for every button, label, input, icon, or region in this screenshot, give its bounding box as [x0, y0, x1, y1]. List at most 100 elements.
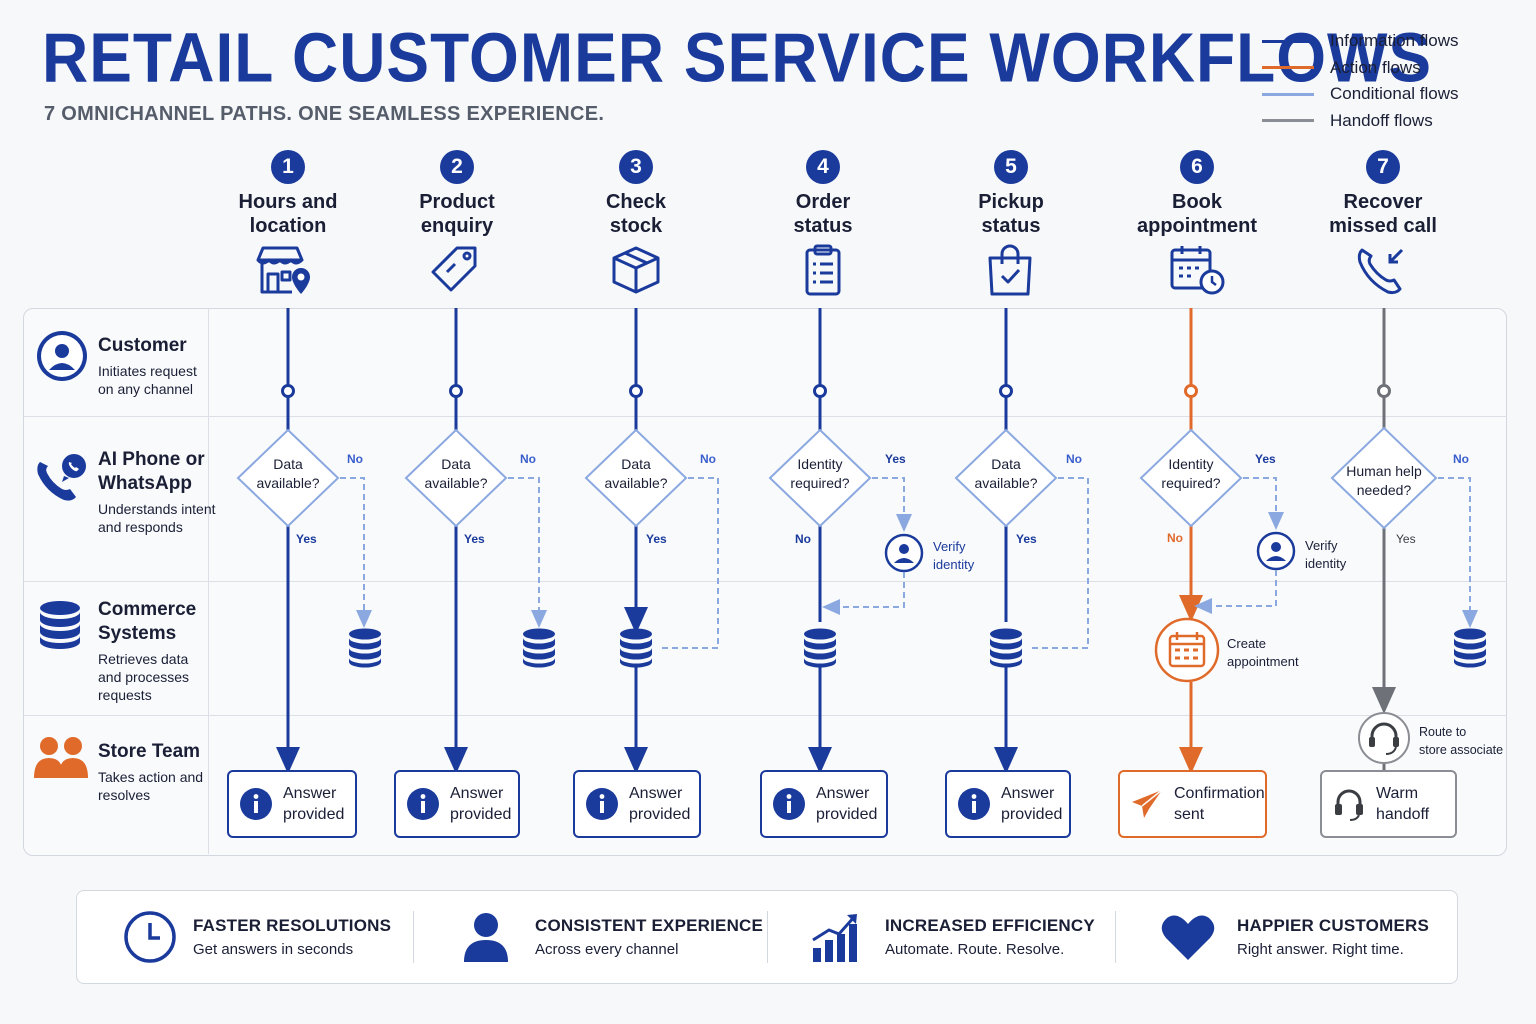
flow-column-6 [1139, 308, 1296, 774]
branch-label-side: No [347, 452, 363, 466]
outcome-line: provided [629, 806, 691, 823]
decision-line: Data [991, 456, 1021, 472]
heart-icon [1161, 915, 1215, 960]
flow-column-4 [768, 308, 924, 774]
benefit-desc: Get answers in seconds [193, 941, 354, 958]
lane-desc-line: Initiates request [98, 363, 197, 379]
missed-call-icon [1357, 248, 1404, 295]
flow-column-2 [404, 308, 555, 774]
legend-label: Conditional flows [1330, 84, 1459, 104]
outcome-line: Answer [283, 785, 337, 802]
benefit-title: HAPPIER CUSTOMERS [1237, 916, 1430, 935]
decision-line: Data [441, 456, 471, 472]
lane-divider [23, 715, 1507, 716]
outcome-line: provided [283, 806, 345, 823]
lane-name: Store Team [98, 741, 201, 762]
lane-store-team: Store Team Takes action and resolves [98, 740, 203, 804]
legend-item-information: Information flows [1262, 28, 1459, 55]
legend-label: Action flows [1330, 57, 1421, 77]
lane-name: Customer [98, 335, 187, 356]
outcome-line: provided [816, 806, 878, 823]
lane-divider [23, 416, 1507, 417]
decision-line: required? [790, 475, 850, 491]
footer-divider [1115, 911, 1116, 963]
outcome-line: Confirmation [1174, 785, 1265, 802]
clipboard-icon [805, 244, 841, 296]
decision-line: Identity [1168, 456, 1214, 472]
lane-name-line: Commerce [98, 599, 197, 620]
decision-text-6: Identity required? [1136, 455, 1246, 493]
lane-desc-line: resolves [98, 787, 151, 803]
lane-name-line: AI Phone or [98, 449, 205, 470]
legend-swatch [1262, 92, 1314, 96]
person-icon [37, 331, 87, 381]
step-line: Verify [1305, 538, 1338, 553]
benefit-title: INCREASED EFFICIENCY [885, 916, 1095, 935]
branch-label-side: No [1453, 452, 1469, 466]
decision-line: required? [1161, 475, 1221, 491]
legend-label: Handoff flows [1330, 110, 1433, 130]
flow-column-3 [584, 308, 719, 774]
outcome-answer-provided: Answer provided [227, 770, 357, 838]
step-number-badge: 2 [440, 150, 474, 184]
team-icon [34, 737, 88, 778]
outcome-line: sent [1174, 806, 1205, 823]
column-title-line: enquiry [420, 215, 494, 237]
store-location-icon [256, 246, 310, 294]
page-title: RETAIL CUSTOMER SERVICE WORKFLOWS [42, 19, 1433, 97]
legend-item-conditional: Conditional flows [1262, 81, 1459, 108]
decision-line: available? [256, 475, 320, 491]
step-line: appointment [1227, 654, 1299, 669]
column-title-line: status [981, 215, 1041, 237]
step-number-badge: 3 [619, 150, 653, 184]
branch-label-down: Yes [464, 532, 485, 546]
lane-desc-line: Retrieves data [98, 651, 189, 667]
lane-description: Takes action and resolves [98, 768, 203, 804]
footer-divider [413, 911, 414, 963]
decision-line: Human help [1346, 463, 1422, 479]
outcome-line: provided [1001, 806, 1063, 823]
column-title-line: status [793, 215, 853, 237]
branch-label-down: Yes [646, 532, 667, 546]
legend-label: Information flows [1330, 31, 1459, 51]
column-title-line: missed call [1329, 215, 1437, 237]
branch-label-down: Yes [296, 532, 317, 546]
lane-name-line: Systems [98, 623, 177, 644]
column-title-line: Pickup [978, 191, 1044, 213]
column-title-line: Hours and [238, 191, 338, 213]
legend-item-action: Action flows [1262, 55, 1459, 82]
step-number-badge: 7 [1366, 150, 1400, 184]
column-title-line: stock [609, 215, 663, 237]
database-icon [40, 601, 80, 649]
page-subtitle: 7 OMNICHANNEL PATHS. ONE SEAMLESS EXPERI… [44, 103, 605, 125]
lane-desc-line: Takes action and [98, 769, 204, 785]
outcome-line: Answer [816, 785, 870, 802]
outcome-text: Confirmation sent [1174, 783, 1265, 825]
step-line: store associate [1419, 743, 1504, 757]
outcome-line: Answer [450, 785, 504, 802]
outcome-line: provided [450, 806, 512, 823]
column-title-line: Book [1172, 191, 1222, 213]
benefit-desc: Across every channel [535, 941, 679, 958]
info-icon [773, 788, 805, 820]
phone-chat-icon [37, 454, 86, 501]
outcome-answer-provided: Answer provided [760, 770, 888, 838]
outcome-confirmation-sent: Confirmation sent [1118, 770, 1267, 838]
decision-line: available? [424, 475, 488, 491]
